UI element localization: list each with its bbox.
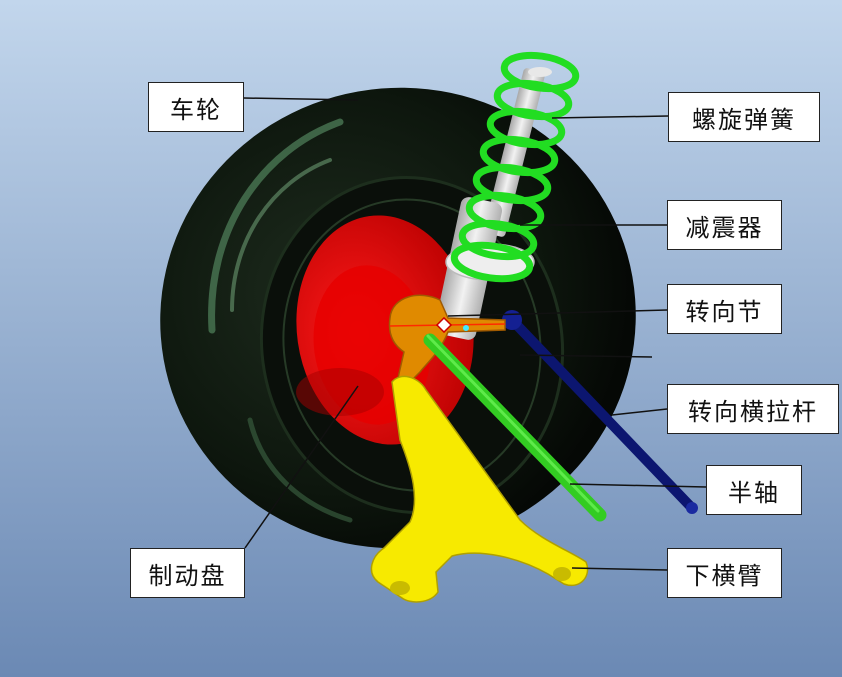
- half-shaft: [423, 333, 607, 522]
- label-steering-knuckle: 转向节: [667, 284, 782, 334]
- coil-spring: [450, 51, 580, 283]
- label-lower-control-arm: 下横臂: [667, 548, 782, 598]
- tie-rod: [502, 310, 698, 514]
- label-coil-spring: 螺旋弹簧: [668, 92, 820, 142]
- label-brake-disc: 制动盘: [130, 548, 245, 598]
- label-tie-rod: 转向横拉杆: [667, 384, 839, 434]
- leader-lines: [243, 97, 707, 571]
- label-wheel: 车轮: [148, 82, 244, 132]
- label-shock-absorber: 减震器: [667, 200, 782, 250]
- label-half-shaft: 半轴: [706, 465, 802, 515]
- lower-control-arm: [370, 375, 589, 603]
